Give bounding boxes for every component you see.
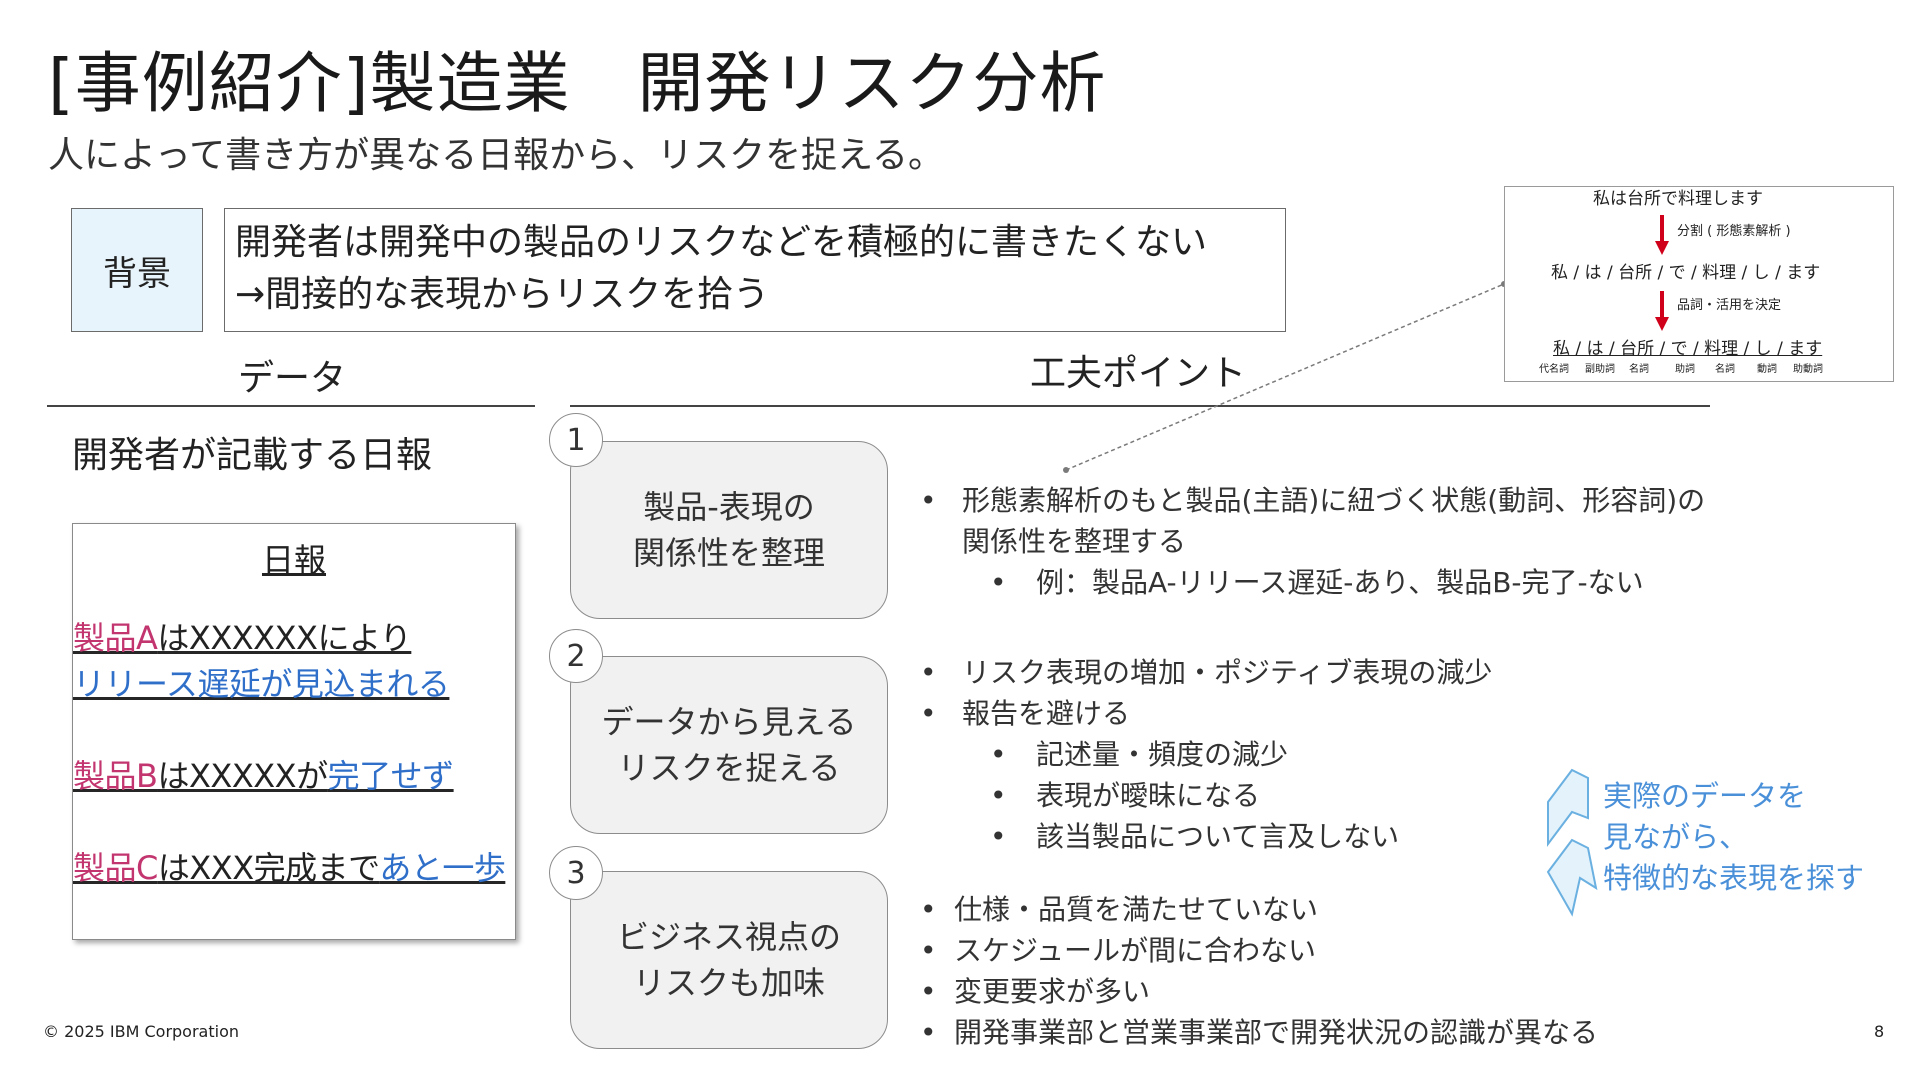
report-text: はXXX完成まで <box>157 849 380 887</box>
background-line: 開発者は開発中の製品のリスクなどを積極的に書きたくない <box>235 222 1208 263</box>
bullet-text: リスク表現の増加・ポジティブ表現の減少 <box>962 656 1493 689</box>
bullet-text: スケジュールが間に合わない <box>954 934 1317 967</box>
point-bullets-1: •形態素解析のもと製品(主語)に紐づく状態(動詞、形容詞)の 関係性を整理する … <box>912 480 1705 603</box>
slide-subtitle: 人によって書き方が異なる日報から、リスクを捉える。 <box>48 135 945 176</box>
pos-tag: 副助詞 <box>1585 364 1615 375</box>
pos-tag: 動詞 <box>1757 364 1777 375</box>
bullet-text: 形態素解析のもと製品(主語)に紐づく状態(動詞、形容詞)の <box>962 484 1706 517</box>
bullet-text: 報告を避ける <box>962 697 1131 730</box>
report-text: はXXXXXXにより <box>157 619 412 657</box>
morph-split: 私 / は / 台所 / で / 料理 / し / ます <box>1551 263 1821 283</box>
point-bullets-3: • 仕様・品質を満たせていない • スケジュールが間に合わない • 変更要求が多い •… <box>912 889 1598 1053</box>
point-number-badge: 3 <box>549 846 603 900</box>
pos-tag: 助詞 <box>1675 364 1695 375</box>
bullet-subitem: • 記述量・頻度の減少 <box>912 734 1492 775</box>
bullet-dot: • <box>920 1016 937 1049</box>
product-name: 製品A <box>73 619 158 657</box>
report-entry-c: 製品CはXXX完成まであと一歩 <box>73 846 506 890</box>
bullet-subitem: • 該当製品について言及しない <box>912 816 1492 857</box>
morphology-example: 私は台所で料理します 分割 ( 形態素解析 ) 私 / は / 台所 / で /… <box>1504 186 1894 382</box>
bullet-dot: • <box>990 820 1007 853</box>
bullet-text: 変更要求が多い <box>954 975 1151 1008</box>
morph-tagged: 私 / は / 台所 / で / 料理 / し / ます <box>1553 339 1823 359</box>
bullet-text: 表現が曖昧になる <box>1036 779 1261 812</box>
data-heading-divider <box>47 405 535 407</box>
bullet-subitem: • 例：製品A-リリース遅延-あり、製品B-完了-ない <box>912 562 1705 603</box>
daily-report-card: 日報 製品AはXXXXXXにより リリース遅延が見込まれる 製品BはXXXXXが… <box>72 523 516 940</box>
bullet-subitem: • 表現が曖昧になる <box>912 775 1492 816</box>
bullet-text: 仕様・品質を満たせていない <box>954 893 1319 926</box>
bullet-text: 該当製品について言及しない <box>1036 820 1400 853</box>
bullet-dot: • <box>920 934 937 967</box>
pos-tag: 助動詞 <box>1793 364 1823 375</box>
risk-expression: 完了せず <box>327 757 455 795</box>
point-title-line: リスクを捉える <box>617 749 841 787</box>
bullet-item: • 形態素解析のもと製品(主語)に紐づく状態(動詞、形容詞)の <box>912 480 1705 521</box>
bullet-dot: • <box>990 566 1007 599</box>
bullet-dot: • <box>920 975 937 1008</box>
bullet-item: • 仕様・品質を満たせていない <box>912 889 1598 930</box>
background-line: →間接的な表現からリスクを拾う <box>235 274 770 315</box>
hint-line: 特徴的な表現を探す <box>1603 861 1865 895</box>
pos-tag: 名詞 <box>1629 364 1649 375</box>
morph-step1-label: 分割 ( 形態素解析 ) <box>1677 224 1791 239</box>
data-caption: 開発者が記載する日報 <box>72 435 433 476</box>
product-name: 製品B <box>73 757 158 795</box>
bullet-dot: • <box>920 656 937 689</box>
point-bullets-2: •リスク表現の増加・ポジティブ表現の減少 •報告を避ける •記述量・頻度の減少 … <box>912 652 1492 857</box>
report-text: はXXXXXが <box>157 757 328 795</box>
copyright-footer: © 2025 IBM Corporation <box>43 1022 239 1041</box>
points-heading: 工夫ポイント <box>1030 353 1247 394</box>
bullet-text: 例：製品A-リリース遅延-あり、製品B-完了-ない <box>1036 566 1644 599</box>
bullet-item: • リスク表現の増加・ポジティブ表現の減少 <box>912 652 1492 693</box>
point-card-3: ビジネス視点の リスクも加味 <box>570 871 888 1049</box>
chevron-up-icon <box>1546 768 1598 917</box>
bullet-dot: • <box>920 484 937 517</box>
slide-title: [事例紹介]製造業 開発リスク分析 <box>48 45 1107 122</box>
report-title: 日報 <box>261 541 326 579</box>
point-title-line: データから見える <box>601 703 857 741</box>
bullet-dot: • <box>990 779 1007 812</box>
arrow-down-icon <box>1655 215 1669 255</box>
points-heading-divider <box>570 405 1710 407</box>
pos-tag: 名詞 <box>1715 364 1735 375</box>
point-number-badge: 2 <box>549 629 603 683</box>
arrow-down-icon <box>1655 291 1669 331</box>
bullet-item: • 開発事業部と営業事業部で開発状況の認識が異なる <box>912 1012 1598 1053</box>
bullet-item-continued: 関係性を整理する <box>912 521 1705 562</box>
morph-pos-tags: 代名詞 副助詞 名詞 助詞 名詞 動詞 助動詞 <box>1539 363 1833 377</box>
bullet-dot: • <box>920 893 937 926</box>
point-title-line: ビジネス視点の <box>616 918 841 956</box>
point-card-2: データから見える リスクを捉える <box>570 656 888 834</box>
bullet-item: • 報告を避ける <box>912 693 1492 734</box>
product-name: 製品C <box>73 849 158 887</box>
page-number: 8 <box>1874 1022 1885 1041</box>
point-title-line: 関係性を整理 <box>632 534 825 572</box>
point-title-line: リスクも加味 <box>632 964 825 1002</box>
background-label: 背景 <box>71 208 203 332</box>
point-card-1: 製品-表現の 関係性を整理 <box>570 441 888 619</box>
report-entry-b: 製品BはXXXXXが完了せず <box>73 754 454 798</box>
hint-line: 実際のデータを <box>1603 779 1807 813</box>
point-title-line: 製品-表現の <box>643 488 815 526</box>
point-number-badge: 1 <box>549 413 603 467</box>
bullet-text: 関係性を整理する <box>962 525 1187 558</box>
hint-line: 見ながら、 <box>1603 820 1749 854</box>
morph-step2-label: 品詞・活用を決定 <box>1677 298 1782 313</box>
report-entry-a: 製品AはXXXXXXにより <box>73 616 412 660</box>
report-entry-a-line2: リリース遅延が見込まれる <box>73 662 450 706</box>
bullet-dot: • <box>990 738 1007 771</box>
morph-sentence: 私は台所で料理します <box>1593 189 1763 209</box>
background-box: 開発者は開発中の製品のリスクなどを積極的に書きたくない →間接的な表現からリスク… <box>224 208 1286 332</box>
bullet-dot: • <box>920 697 937 730</box>
risk-expression: リリース遅延が見込まれる <box>73 665 450 703</box>
pos-tag: 代名詞 <box>1539 364 1569 375</box>
bullet-text: 記述量・頻度の減少 <box>1036 738 1289 771</box>
risk-expression: あと一歩 <box>379 849 506 887</box>
bullet-item: • 変更要求が多い <box>912 971 1598 1012</box>
bullet-item: • スケジュールが間に合わない <box>912 930 1598 971</box>
data-heading: データ <box>238 358 347 399</box>
hint-text: 実際のデータを 見ながら、 特徴的な表現を探す <box>1603 776 1864 899</box>
bullet-text: 開発事業部と営業事業部で開発状況の認識が異なる <box>954 1016 1599 1049</box>
